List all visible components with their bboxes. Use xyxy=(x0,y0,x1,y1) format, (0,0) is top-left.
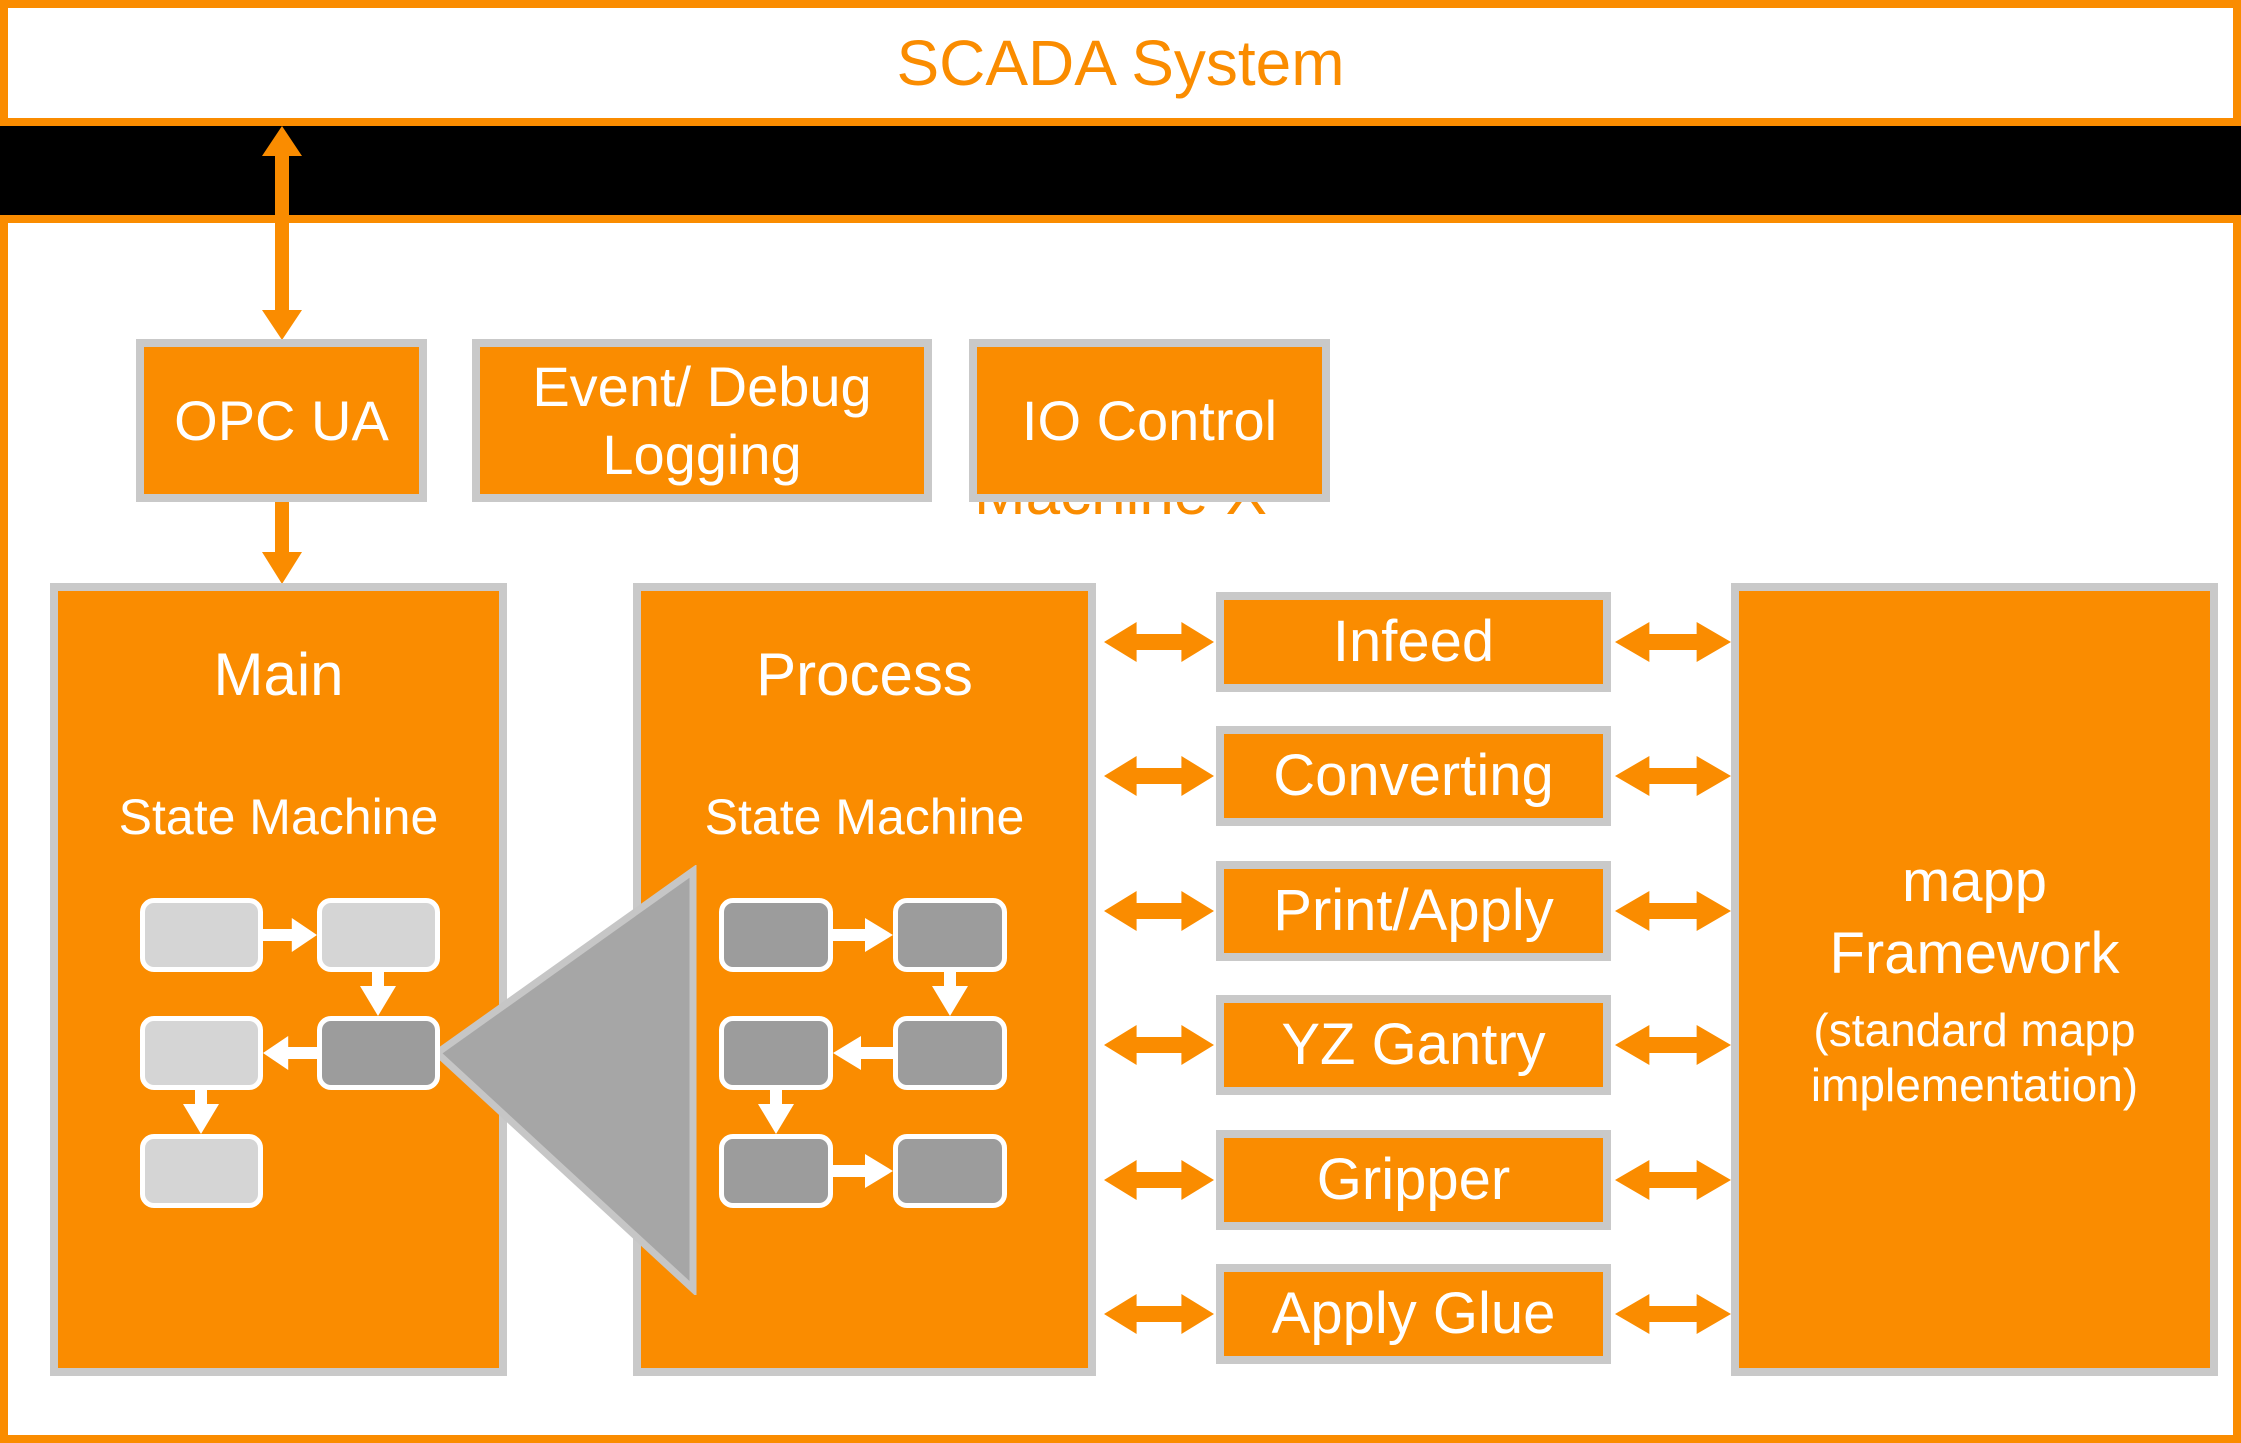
state-box xyxy=(893,898,1007,972)
main-state-machine xyxy=(58,591,499,1368)
opc-ua-box: OPC UA xyxy=(136,339,427,502)
module-link-arrow-icon xyxy=(1104,1160,1214,1200)
mapp-framework-box: mapp Framework (standard mapp implementa… xyxy=(1731,583,2218,1376)
state-box xyxy=(317,898,440,972)
state-box xyxy=(893,1016,1007,1090)
process-state-machine xyxy=(641,591,1088,1368)
module-link-arrow-icon xyxy=(1104,891,1214,931)
module-link-arrow-icon xyxy=(1615,1025,1731,1065)
module-link-arrow-icon xyxy=(1615,1294,1731,1334)
scada-machine-double-arrow-icon xyxy=(262,126,302,340)
event-logging-label-line2: Logging xyxy=(602,422,802,486)
module-label: Gripper xyxy=(1316,1147,1511,1212)
module-box-apply-glue: Apply Glue xyxy=(1216,1264,1611,1364)
scada-system-title: SCADA System xyxy=(896,27,1345,99)
process-subtitle: State Machine xyxy=(704,789,1025,845)
module-box-converting: Converting xyxy=(1216,726,1611,826)
module-link-arrow-icon xyxy=(1615,622,1731,662)
flow-down-arrow-icon xyxy=(758,1090,794,1134)
io-control-label: IO Control xyxy=(1021,388,1278,452)
module-label: Converting xyxy=(1273,743,1554,808)
module-link-arrow-icon xyxy=(1104,622,1214,662)
main-box: Main State Machine xyxy=(50,583,507,1376)
flow-right-arrow-icon xyxy=(833,918,893,952)
flow-right-arrow-icon xyxy=(833,1154,893,1188)
state-box xyxy=(719,1134,833,1208)
module-box-infeed: Infeed xyxy=(1216,592,1611,692)
process-title: Process xyxy=(756,641,973,708)
module-label: YZ Gantry xyxy=(1281,1012,1546,1077)
module-link-arrow-icon xyxy=(1615,1160,1731,1200)
module-link-arrow-icon xyxy=(1104,756,1214,796)
state-box xyxy=(140,898,263,972)
module-link-arrow-icon xyxy=(1104,1294,1214,1334)
state-box xyxy=(893,1134,1007,1208)
opc-ua-label: OPC UA xyxy=(174,388,389,452)
flow-left-arrow-icon xyxy=(833,1036,893,1070)
module-link-arrow-icon xyxy=(1615,891,1731,931)
state-box xyxy=(719,1016,833,1090)
module-link-arrow-icon xyxy=(1615,756,1731,796)
mapp-framework-title-line1: mapp xyxy=(1901,848,2048,914)
module-box-gripper: Gripper xyxy=(1216,1130,1611,1230)
module-label: Infeed xyxy=(1332,609,1495,674)
opc-to-main-arrow-icon xyxy=(262,502,302,584)
module-label: Print/Apply xyxy=(1273,878,1554,943)
flow-right-arrow-icon xyxy=(263,918,317,952)
module-label: Apply Glue xyxy=(1271,1281,1556,1346)
module-box-print-apply: Print/Apply xyxy=(1216,861,1611,961)
mapp-framework-subtitle: (standard mapp implementation) xyxy=(1810,1003,2139,1111)
flow-down-arrow-icon xyxy=(932,972,968,1016)
process-box: Process State Machine xyxy=(633,583,1096,1376)
state-box-active xyxy=(317,1016,440,1090)
flow-left-arrow-icon xyxy=(263,1036,317,1070)
state-box xyxy=(719,898,833,972)
event-logging-box: Event/ Debug Logging xyxy=(472,339,932,502)
event-logging-label-line1: Event/ Debug xyxy=(532,355,872,419)
state-box xyxy=(140,1016,263,1090)
state-zoom-callout-triangle xyxy=(431,865,697,1295)
module-box-yz-gantry: YZ Gantry xyxy=(1216,995,1611,1095)
flow-down-arrow-icon xyxy=(183,1090,219,1134)
scada-system-box: SCADA System xyxy=(0,0,2241,126)
io-control-box: IO Control xyxy=(969,339,1330,502)
flow-down-arrow-icon xyxy=(360,972,396,1016)
main-subtitle: State Machine xyxy=(118,789,439,845)
mapp-framework-title-line2: Framework xyxy=(1829,921,2120,987)
state-box xyxy=(140,1134,263,1208)
main-title: Main xyxy=(213,641,344,708)
module-link-arrow-icon xyxy=(1104,1025,1214,1065)
